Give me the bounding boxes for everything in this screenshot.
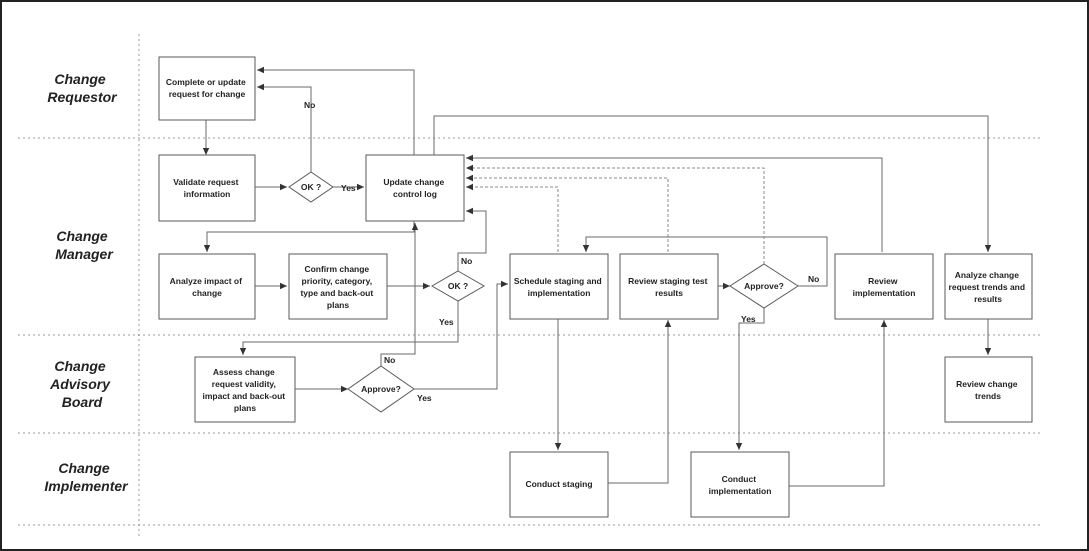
node-complete-request: Complete or update request for change bbox=[158, 56, 256, 121]
edge-label-approve2-no: No bbox=[808, 274, 819, 284]
edges bbox=[202, 66, 992, 487]
node-conduct-staging-label: Conduct staging bbox=[525, 479, 592, 489]
edge-review-staging-to-log bbox=[466, 174, 669, 252]
nodes: Complete or update request for change Va… bbox=[158, 56, 1033, 518]
node-validate-request: Validate request information bbox=[158, 154, 256, 222]
edge-approve1-yes-to-schedule bbox=[413, 280, 508, 390]
node-ok-decision-2-label: OK ? bbox=[448, 281, 468, 291]
node-analyze-trends-label: Analyze change request trends and result… bbox=[949, 270, 1028, 304]
node-complete-request-label: Complete or update request for change bbox=[166, 77, 248, 99]
edge-approve1-no-to-log bbox=[380, 223, 419, 373]
node-review-staging-results-label: Review staging test results bbox=[628, 276, 710, 298]
node-schedule-staging-label: Schedule staging and implementation bbox=[514, 276, 604, 298]
edge-approve2-yes-to-implement bbox=[735, 308, 765, 450]
edge-log-to-analyze bbox=[203, 221, 415, 252]
edge-label-ok1-no: No bbox=[304, 100, 315, 110]
edge-ok2-yes-to-assess bbox=[239, 301, 459, 355]
node-conduct-implementation: Conduct implementation bbox=[690, 451, 790, 518]
node-approve-decision-1: Approve? bbox=[347, 365, 415, 413]
edge-approve2-to-log bbox=[466, 164, 765, 264]
edge-ok1-no-to-request bbox=[257, 83, 312, 173]
node-assess-change-request: Assess change request validity, impact a… bbox=[194, 356, 296, 423]
node-conduct-implementation-label: Conduct implementation bbox=[709, 474, 772, 496]
node-confirm-change-label: Confirm change priority, category, type … bbox=[300, 264, 375, 310]
node-confirm-change: Confirm change priority, category, type … bbox=[288, 253, 388, 320]
node-review-staging-results: Review staging test results bbox=[619, 253, 719, 320]
node-approve-decision-1-label: Approve? bbox=[361, 384, 401, 394]
node-ok-decision-1: OK ? bbox=[288, 171, 334, 203]
edge-label-ok2-no: No bbox=[461, 256, 472, 266]
lane-label-requestor: Change Requestor bbox=[47, 71, 118, 105]
node-analyze-trends: Analyze change request trends and result… bbox=[944, 253, 1033, 320]
edge-log-to-request bbox=[257, 66, 415, 155]
node-approve-decision-2: Approve? bbox=[729, 263, 799, 309]
lane-label-advisory-board: Change Advisory Board bbox=[49, 358, 114, 410]
node-review-implementation-label: Review implementation bbox=[853, 276, 916, 298]
edge-schedule-to-log bbox=[466, 183, 559, 252]
node-review-change-trends-label: Review change trends bbox=[956, 379, 1020, 401]
edge-labels: No Yes No Yes No Yes No Yes bbox=[304, 100, 819, 403]
node-analyze-impact: Analyze impact of change bbox=[158, 253, 256, 320]
edge-label-approve1-no: No bbox=[384, 355, 395, 365]
edge-ok2-no-to-log bbox=[457, 207, 487, 271]
edge-approve2-no-to-schedule bbox=[582, 236, 828, 287]
edge-label-ok2-yes: Yes bbox=[439, 317, 454, 327]
node-validate-request-label: Validate request information bbox=[173, 177, 241, 199]
edge-label-ok1-yes: Yes bbox=[341, 183, 356, 193]
edge-log-to-trends bbox=[433, 115, 992, 252]
lane-label-implementer: Change Implementer bbox=[44, 460, 129, 494]
node-update-log-label: Update change control log bbox=[383, 177, 446, 199]
lane-dividers bbox=[18, 34, 1042, 538]
node-update-log: Update change control log bbox=[365, 154, 465, 222]
edge-label-approve1-yes: Yes bbox=[417, 393, 432, 403]
node-assess-change-request-label: Assess change request validity, impact a… bbox=[202, 367, 287, 413]
edge-implement-to-review-impl bbox=[789, 320, 888, 487]
lane-label-manager: Change Manager bbox=[55, 228, 114, 262]
edge-staging-to-review-staging bbox=[608, 320, 672, 484]
edge-review-impl-to-log bbox=[466, 154, 883, 252]
node-ok-decision-1-label: OK ? bbox=[301, 182, 321, 192]
node-approve-decision-2-label: Approve? bbox=[744, 281, 784, 291]
node-review-change-trends: Review change trends bbox=[944, 356, 1033, 423]
node-schedule-staging: Schedule staging and implementation bbox=[509, 253, 609, 320]
node-conduct-staging: Conduct staging bbox=[509, 451, 609, 518]
node-analyze-impact-label: Analyze impact of change bbox=[170, 276, 245, 298]
edge-label-approve2-yes: Yes bbox=[741, 314, 756, 324]
node-ok-decision-2: OK ? bbox=[430, 270, 486, 302]
node-review-implementation: Review implementation bbox=[834, 253, 934, 320]
